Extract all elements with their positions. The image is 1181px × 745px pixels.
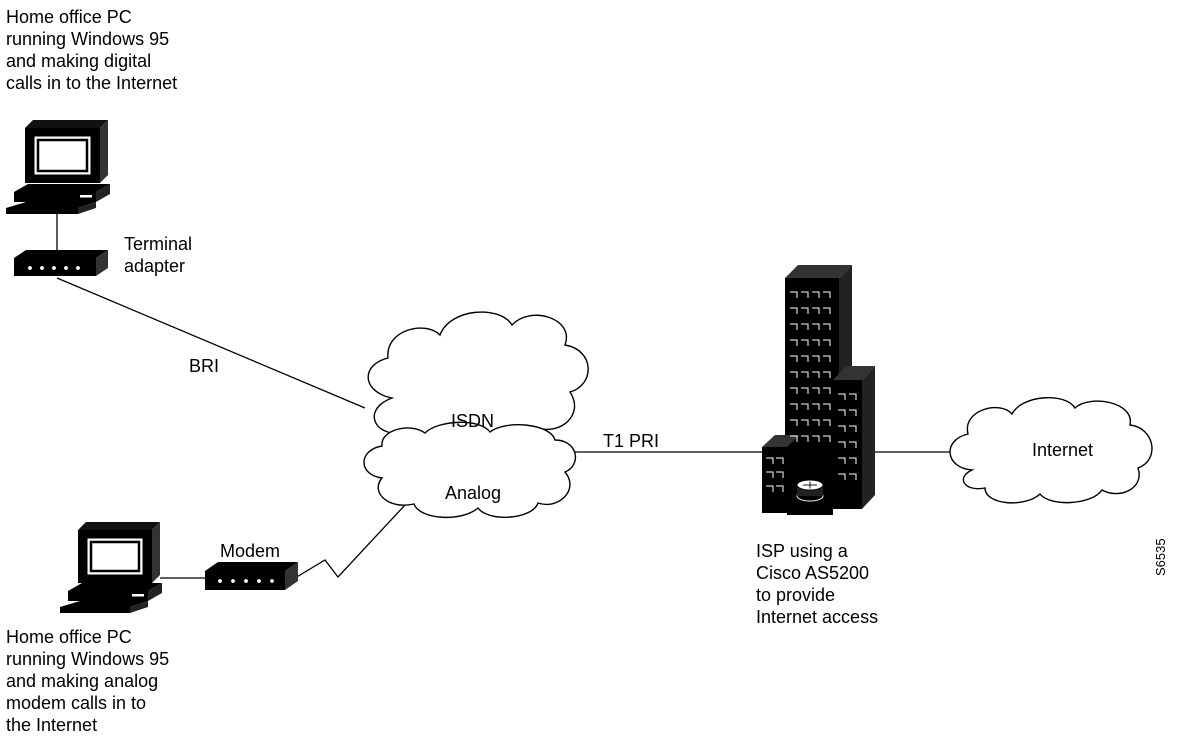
isp-caption-line-4: Internet access xyxy=(756,607,879,627)
bottom-pc-caption-line-4: modem calls in to xyxy=(6,693,147,713)
top-pc-caption-line-1: Home office PC xyxy=(6,7,132,27)
terminal-adapter-label-line-1: Terminal xyxy=(124,234,193,254)
bottom-pc-icon xyxy=(60,522,162,613)
internet-cloud xyxy=(949,397,1153,504)
bottom-pc-caption-line-3: and making analog xyxy=(6,671,159,691)
internet-label: Internet xyxy=(1032,440,1094,460)
top-pc-caption: Home office PC running Windows 95 and ma… xyxy=(6,6,177,94)
top-pc-icon xyxy=(6,120,110,214)
bottom-pc-caption-line-2: running Windows 95 xyxy=(6,649,170,669)
isp-caption-line-1: ISP using a xyxy=(756,541,848,561)
modem-icon xyxy=(205,562,298,590)
bri-link xyxy=(56,277,366,409)
modem-label: Modem xyxy=(220,541,281,561)
t1-pri-label: T1 PRI xyxy=(603,431,660,451)
terminal-adapter-label-line-2: adapter xyxy=(124,256,186,276)
isdn-label: ISDN xyxy=(451,411,495,431)
terminal-adapter-icon xyxy=(14,250,108,276)
terminal-adapter-label: Terminal adapter xyxy=(124,233,192,277)
top-pc-caption-line-3: and making digital xyxy=(6,51,152,71)
top-pc-caption-line-4: calls in to the Internet xyxy=(6,73,178,93)
bottom-pc-caption: Home office PC running Windows 95 and ma… xyxy=(6,626,169,736)
isp-caption-line-3: to provide xyxy=(756,585,836,605)
analog-cloud xyxy=(363,421,577,519)
top-pc-caption-line-2: running Windows 95 xyxy=(6,29,170,49)
bottom-pc-caption-line-5: the Internet xyxy=(6,715,98,735)
bri-label: BRI xyxy=(189,356,220,376)
cisco-as5200-building-icon xyxy=(762,265,875,515)
bottom-pc-caption-line-1: Home office PC xyxy=(6,627,132,647)
isp-caption-line-2: Cisco AS5200 xyxy=(756,563,870,583)
figure-id: S6535 xyxy=(1153,538,1168,576)
isp-caption: ISP using a Cisco AS5200 to provide Inte… xyxy=(756,540,878,628)
analog-label: Analog xyxy=(445,483,502,503)
analog-phone-link xyxy=(294,504,406,579)
